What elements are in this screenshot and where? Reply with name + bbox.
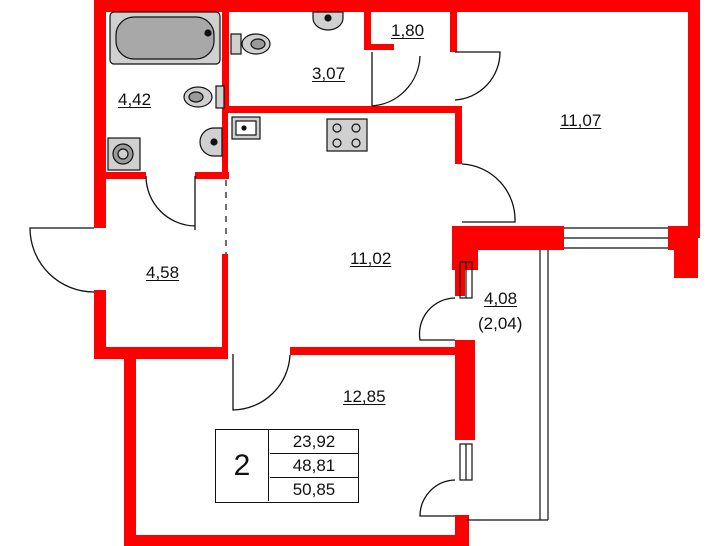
walls: [94, 0, 700, 546]
room-count: 2: [216, 430, 269, 501]
room-label-balcony: 4,08: [484, 289, 518, 308]
room-label-toilet: 3,07: [312, 64, 346, 83]
stove-icon: [326, 118, 368, 152]
room-label-bedroom: 11,07: [560, 111, 602, 130]
toilet-icon: [230, 33, 242, 55]
room-label-balcony-reduced: (2,04): [478, 314, 523, 333]
living-area: 23,92: [270, 430, 358, 454]
doors: [29, 51, 516, 517]
room-label-living: 12,85: [343, 387, 386, 406]
room-label-kitchen: 11,02: [350, 249, 392, 268]
room-label-hall: 4,58: [146, 263, 180, 282]
outlines: [225, 180, 668, 521]
room-label-bath: 4,42: [118, 90, 152, 109]
room-label-closet: 1,80: [391, 21, 425, 40]
total-with-balcony: 50,85: [292, 480, 336, 499]
total-area: 48,81: [270, 454, 358, 478]
fixtures: [107, 11, 368, 171]
area-summary: 2 23,92 48,81 50,85: [215, 429, 359, 503]
bath-toilet-icon: [215, 85, 225, 109]
